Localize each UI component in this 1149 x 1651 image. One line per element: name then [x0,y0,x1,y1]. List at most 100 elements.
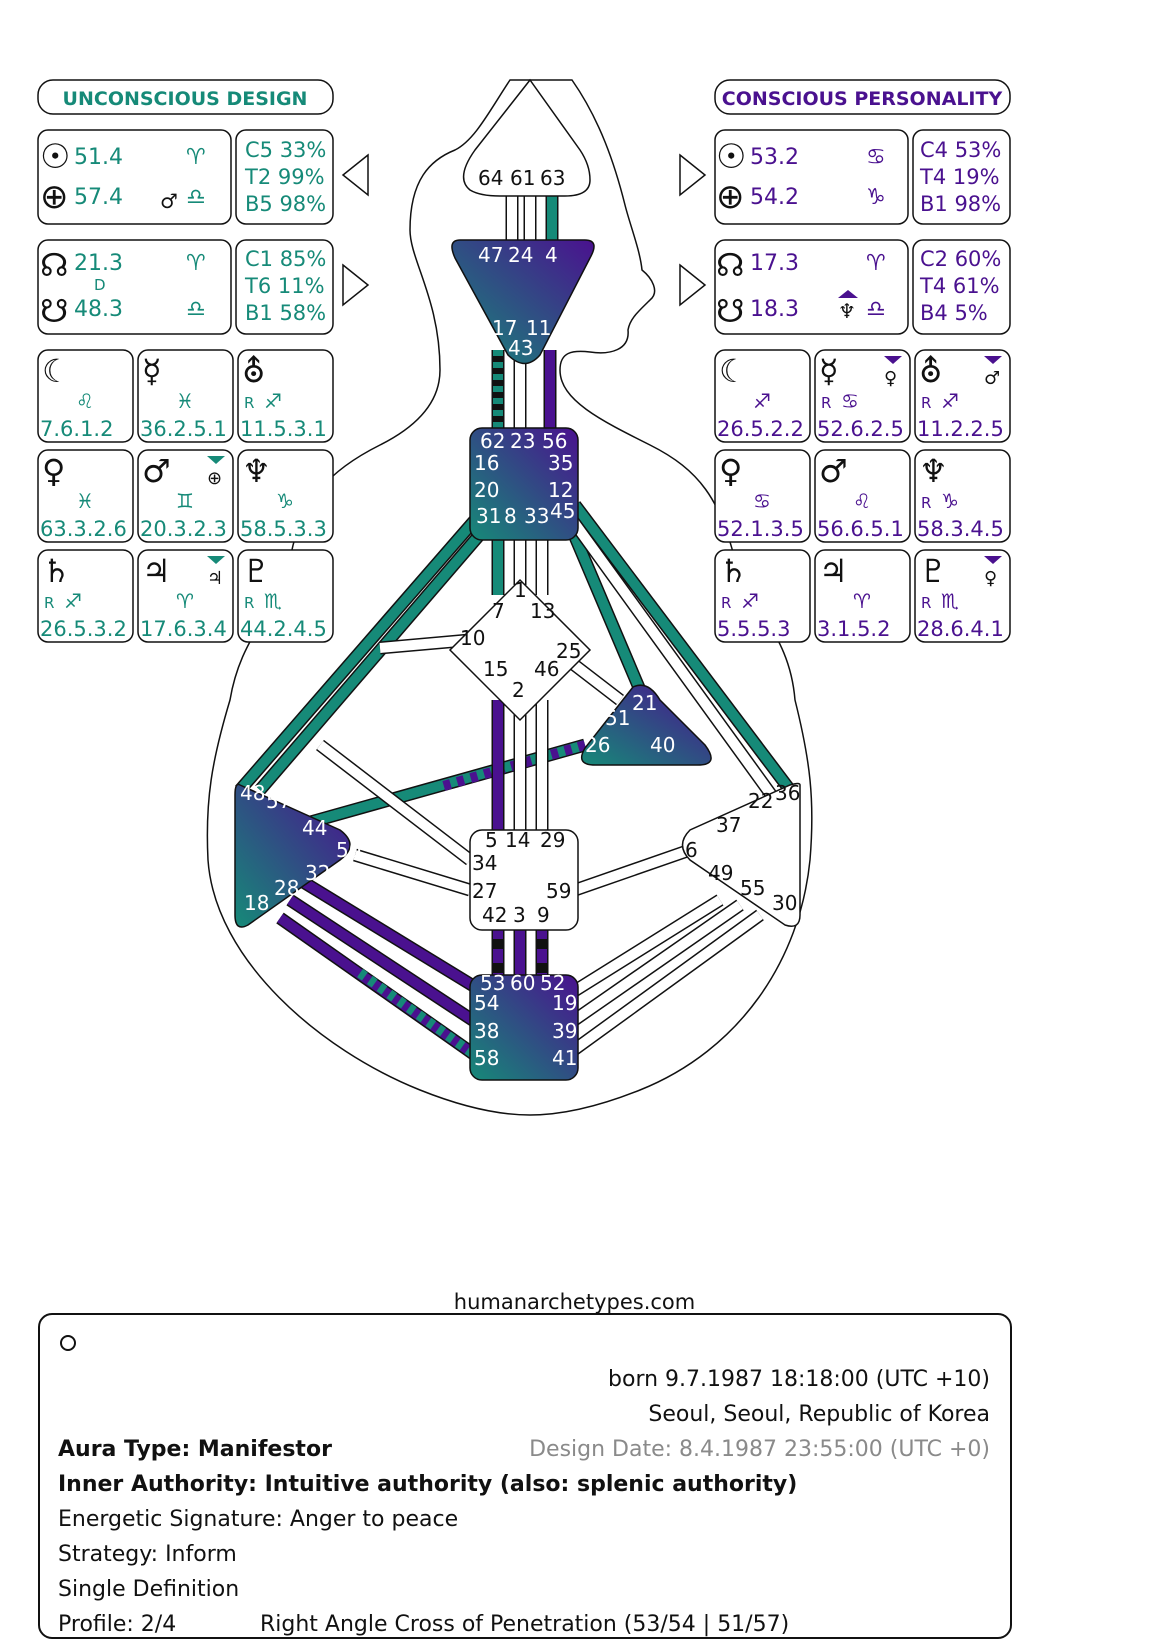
gate-61: 61 [510,166,535,190]
gate-23: 23 [510,429,535,453]
gate-8: 8 [504,504,517,528]
ajna-center [451,239,595,365]
planet-symbol-icon: ⛢ [242,352,265,390]
planet-value: 58.3.4.5 [917,517,1004,541]
personality-activation-arrow [679,153,707,197]
zodiac-sign-icon: ♏ [264,589,282,613]
svg-text:17.3: 17.3 [750,251,799,276]
gate-19: 19 [552,991,577,1015]
svg-text:D: D [94,276,106,294]
svg-text:♈: ♈ [186,251,206,276]
planet-value: 56.6.5.1 [817,517,904,541]
zodiac-sign-icon: ♐ [741,589,759,613]
retrograde-label: R [921,594,931,612]
svg-text:♂: ♂ [160,189,178,213]
planet-symbol-icon: ☿ [142,352,162,390]
gate-21: 21 [632,691,657,715]
retrograde-label: R [244,394,254,412]
svg-text:54.2: 54.2 [750,185,799,210]
planet-cell: ♃♃♈17.6.3.4 [137,549,234,643]
gate-31: 31 [476,504,501,528]
head-center [462,78,591,197]
planet-cell: ♀♓63.3.2.6 [37,449,134,543]
svg-text:⊕: ⊕ [40,177,69,217]
svg-text:⊕: ⊕ [716,177,745,217]
planet-value: 44.2.4.5 [240,617,327,641]
planet-value: 28.6.4.1 [917,617,1004,641]
svg-text:B1 98%: B1 98% [920,192,1001,216]
exalted-triangle-icon [838,290,858,298]
planet-symbol-icon: ♃ [142,552,171,590]
personality-header: CONSCIOUS PERSONALITY [714,79,1011,115]
gate-29: 29 [540,828,565,852]
planet-cell: ☾♐26.5.2.2 [714,349,811,443]
profile: Profile: 2/4 [58,1612,177,1637]
gate-62: 62 [480,429,505,453]
svg-text:57.4: 57.4 [74,185,123,210]
retrograde-label: R [721,594,731,612]
marker-icon: ♀ [984,568,997,589]
zodiac-sign-icon: ♏ [941,589,959,613]
svg-text:T2 99%: T2 99% [244,165,325,189]
gate-40: 40 [650,733,675,757]
inner-authority: Inner Authority: Intuitive authority (al… [58,1472,798,1497]
planet-value: 58.5.3.3 [240,517,327,541]
gate-52: 52 [540,971,565,995]
zodiac-sign-icon: ♐ [64,589,82,613]
planet-value: 52.6.2.5 [817,417,904,441]
zodiac-sign-icon: ♊ [176,489,194,513]
zodiac-sign-icon: ♐ [264,389,282,413]
marker-icon: ♂ [984,368,1000,389]
planet-symbol-icon: ♆ [242,452,271,490]
planet-symbol-icon: ♂ [142,452,171,490]
gate-5: 5 [485,828,498,852]
planet-symbol-icon: ⛢ [919,352,942,390]
svg-text:☋: ☋ [716,292,744,330]
gate-25: 25 [556,639,581,663]
birth-place: Seoul, Seoul, Republic of Korea [648,1402,990,1427]
planet-cell: ☿♓36.2.5.1 [137,349,234,443]
retrograde-label: R [921,494,931,512]
personality-planet-grid: ☾♐26.5.2.2☿♀R♋52.6.2.5⛢♂R♐11.2.2.5♀♋52.1… [714,349,1011,643]
gate-46: 46 [534,657,559,681]
body-outline [206,79,813,1116]
gate-13: 13 [530,599,555,623]
design-node-stats: C1 85% T6 11% B1 58% [235,239,334,335]
gate-30: 30 [772,891,797,915]
zodiac-sign-icon: ♑ [941,489,959,513]
svg-text:♑: ♑ [866,185,886,210]
design-nodes: ☊ 21.3 D ♈ ☋ 48.3 ♎ [37,239,232,335]
svg-text:B1 58%: B1 58% [245,301,326,325]
svg-text:T6 11%: T6 11% [244,274,325,298]
personality-sun-earth: ☉ 53.2 ♋ ⊕ 54.2 ♑ [714,129,909,225]
planet-cell: ⛢R♐11.5.3.1 [237,349,334,443]
incarnation-cross: Right Angle Cross of Penetration (53/54 … [260,1612,790,1637]
zodiac-sign-icon: ♈ [853,589,871,613]
gate-57: 57 [266,789,291,813]
svg-text:♆: ♆ [838,299,856,323]
design-planet-grid: ☾♌7.6.1.2☿♓36.2.5.1⛢R♐11.5.3.1♀♓63.3.2.6… [37,349,334,643]
gate-44: 44 [302,816,327,840]
gate-11: 11 [526,316,551,340]
strategy: Strategy: Inform [58,1542,237,1567]
svg-text:CONSCIOUS PERSONALITY: CONSCIOUS PERSONALITY [722,88,1003,110]
gate-17: 17 [492,316,517,340]
zodiac-sign-icon: ♐ [941,389,959,413]
gate-43: 43 [508,336,533,360]
design-sun-earth: ☉ 51.4 ♈ ⊕ 57.4 ♂ ♎ [37,129,232,225]
zodiac-sign-icon: ♋ [841,389,859,413]
info-panel: born 9.7.1987 18:18:00 (UTC +10) Seoul, … [38,1313,1012,1639]
zodiac-sign-icon: ♑ [276,489,294,513]
zodiac-sign-icon: ♋ [753,489,771,513]
planet-symbol-icon: ♆ [919,452,948,490]
personality-node-arrow [679,263,707,307]
zodiac-sign-icon: ♐ [753,389,771,413]
gate-22: 22 [748,789,773,813]
svg-text:♈: ♈ [866,251,886,276]
centers [234,78,801,1081]
svg-text:☋: ☋ [40,292,68,330]
gate-18: 18 [244,891,269,915]
retrograde-label: R [44,594,54,612]
personality-sun-stats: C4 53% T4 19% B1 98% [912,129,1011,225]
site-url[interactable]: humanarchetypes.com [453,1290,696,1314]
